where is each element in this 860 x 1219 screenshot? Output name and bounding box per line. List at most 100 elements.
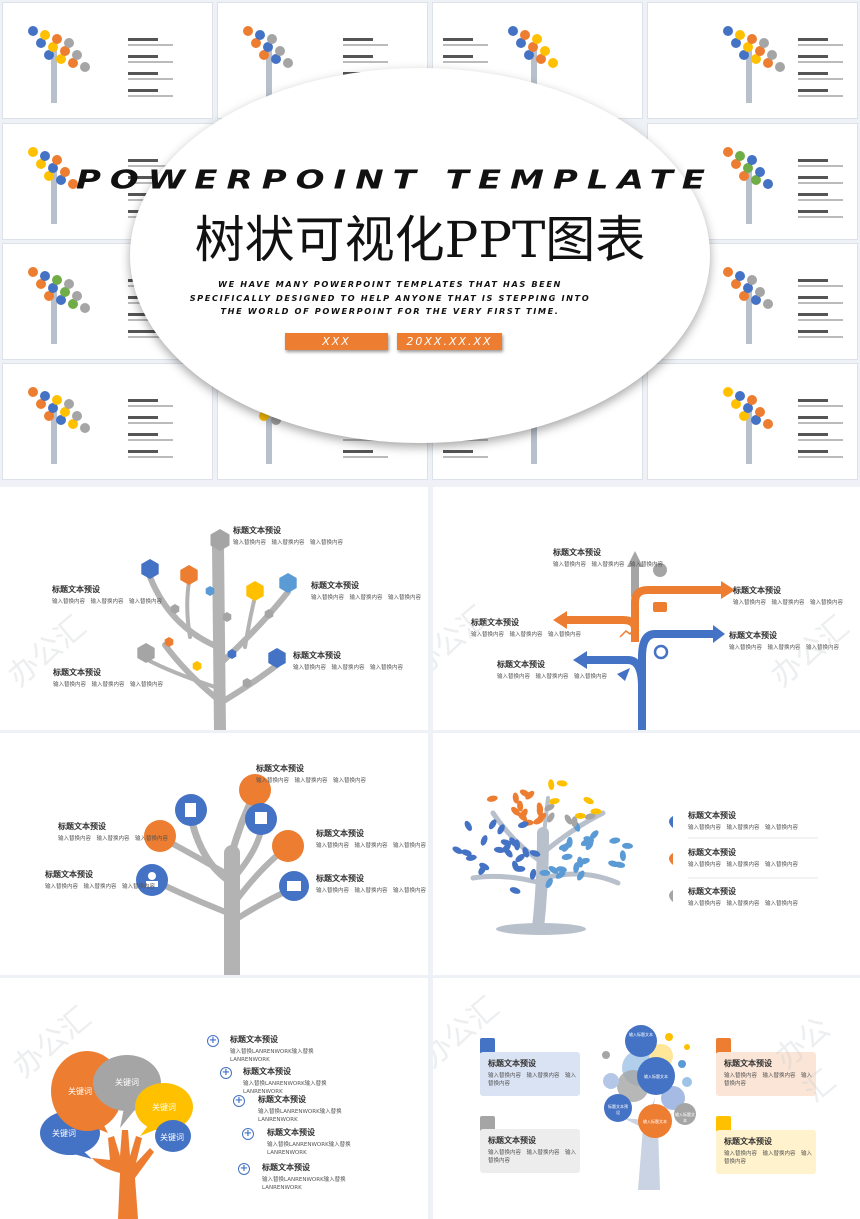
leaf	[529, 850, 541, 857]
leaf	[590, 808, 602, 815]
number-tab	[716, 1116, 731, 1132]
hexagon	[264, 609, 274, 619]
hexagon	[242, 678, 252, 688]
text-block: 标题文本预设输入替换内容 输入替换内容 输入替换内容	[52, 584, 163, 605]
text-block: 标题文本预设输入替换内容 输入替换内容 输入替换内容	[471, 617, 582, 638]
leaf	[548, 865, 559, 874]
leaf	[556, 866, 567, 873]
date-button[interactable]: 20XX.XX.XX	[397, 333, 502, 350]
slide-hexagon-tree[interactable]: 标题文本预设输入替换内容 输入替换内容 输入替换内容 标题文本预设输入替换内容 …	[0, 487, 428, 730]
plus-icon[interactable]: +	[238, 1163, 250, 1175]
leaf	[509, 887, 521, 894]
circle-label: 标题文本预设	[608, 1104, 628, 1115]
leaf	[452, 846, 463, 855]
list-item: 标题文本预设输入替换LANRENWORK输入替换LANRENWORK	[258, 1094, 342, 1123]
leaf-tree-graphic	[452, 779, 818, 935]
leaf	[509, 837, 518, 847]
team-icon	[653, 602, 667, 612]
leaf	[585, 840, 594, 850]
text-block: 标题文本预设输入替换内容 输入替换内容 输入替换内容	[688, 847, 799, 868]
text-box: 标题文本预设输入替换内容 输入替换内容 输入替换内容	[480, 1129, 580, 1173]
hand-icon	[92, 1130, 154, 1219]
number-tab	[480, 1038, 495, 1054]
leaf	[577, 870, 585, 881]
text-block: 标题文本预设输入替换内容 输入替换内容 输入替换内容	[729, 630, 840, 651]
template-thumbnail[interactable]	[2, 363, 213, 480]
list-item: 标题文本预设输入替换LANRENWORK输入替换LANRENWORK	[267, 1127, 351, 1156]
leaf	[511, 806, 520, 816]
hand-bubbles-graphic	[40, 1051, 193, 1219]
leaf	[556, 780, 568, 787]
text-block: 标题文本预设输入替换内容 输入替换内容 输入替换内容	[233, 525, 344, 546]
leaf	[536, 802, 544, 814]
leaf	[609, 837, 621, 844]
leaf	[497, 824, 505, 835]
leaf	[574, 812, 586, 819]
leaf	[573, 862, 580, 873]
leaf	[619, 850, 626, 862]
hexagon	[222, 612, 232, 622]
leaf	[522, 847, 530, 858]
leaf	[478, 865, 487, 875]
chart-icon	[619, 626, 637, 638]
paper-plane-icon	[617, 668, 630, 681]
leaf	[548, 779, 555, 791]
leaf	[589, 830, 599, 840]
slide-leaf-tree[interactable]: 标题文本预设输入替换内容 输入替换内容 输入替换内容 标题文本预设输入替换内容 …	[433, 733, 860, 975]
plus-icon[interactable]: +	[242, 1128, 254, 1140]
circle-label: 输入标题文本	[629, 1032, 653, 1037]
text-block: 标题文本预设输入替换内容 输入替换内容 输入替换内容	[45, 869, 156, 890]
cover-title-english: POWERPOINT TEMPLATE	[75, 165, 714, 195]
cover-oval	[130, 68, 710, 443]
leaf	[562, 842, 570, 852]
template-thumbnail[interactable]	[647, 363, 858, 480]
list-item: 标题文本预设输入替换LANRENWORK输入替换LANRENWORK	[262, 1162, 346, 1191]
leaf	[461, 849, 472, 856]
keyword-bubble: 关键词	[115, 1078, 139, 1087]
template-thumbnail[interactable]	[647, 2, 858, 119]
template-thumbnail[interactable]	[2, 2, 213, 119]
slide-circle-icon-tree[interactable]: 标题文本预设输入替换内容 输入替换内容 输入替换内容 标题文本预设输入替换内容 …	[0, 733, 428, 975]
circle-tree-graphic	[136, 774, 309, 975]
keyword-bubble: 关键词	[68, 1087, 92, 1096]
leaf	[545, 877, 553, 889]
keyword-bubble: 关键词	[52, 1129, 76, 1138]
leaf	[584, 813, 596, 820]
list-item: 标题文本预设输入替换LANRENWORK输入替换LANRENWORK	[243, 1066, 327, 1095]
text-block: 标题文本预设输入替换内容 输入替换内容 输入替换内容	[293, 650, 404, 671]
leaf	[517, 821, 529, 828]
leaf	[579, 857, 590, 865]
hexagon	[164, 637, 174, 647]
leaf	[547, 812, 555, 823]
leaf	[539, 869, 551, 876]
arrow-tree-graphic	[553, 551, 735, 730]
plus-icon[interactable]: +	[233, 1095, 245, 1107]
keyword-bubble: 关键词	[160, 1133, 184, 1142]
text-box: 标题文本预设输入替换内容 输入替换内容 输入替换内容	[480, 1052, 580, 1096]
leaf	[622, 842, 633, 849]
leaf	[571, 816, 578, 828]
slide-hand-bubbles[interactable]: 关键词 关键词 关键词 关键词 关键词 +标题文本预设输入替换LANRENWOR…	[0, 978, 428, 1219]
hexagon	[205, 586, 215, 596]
hexagon	[279, 573, 297, 593]
leaf	[614, 861, 626, 868]
leaf	[464, 820, 472, 831]
text-block: 标题文本预设输入替换内容 输入替换内容 输入替换内容	[256, 763, 367, 784]
hexagon	[268, 648, 286, 668]
keyword-bubble: 关键词	[152, 1103, 176, 1112]
leaf	[465, 854, 477, 861]
number-tab	[480, 1116, 495, 1132]
plus-icon[interactable]: +	[220, 1067, 232, 1079]
slide-bubble-tree-boxes[interactable]: 输入标题文本 输入标题文本 标题文本预设 输入标题文本 输入标题文本 标题文本预…	[433, 978, 860, 1219]
text-block: 标题文本预设输入替换内容 输入替换内容 输入替换内容	[311, 580, 422, 601]
slide-arrow-tree[interactable]: 标题文本预设输入替换内容 输入替换内容 输入替换内容 标题文本预设输入替换内容 …	[433, 487, 860, 730]
circle-label: 输入标题文本	[643, 1119, 667, 1124]
leaf	[512, 860, 519, 872]
text-block: 标题文本预设输入替换内容 输入替换内容 输入替换内容	[58, 821, 169, 842]
bubble-tree-graphic	[602, 1025, 696, 1190]
text-block: 标题文本预设输入替换内容 输入替换内容 输入替换内容	[553, 547, 664, 568]
plus-icon[interactable]: +	[207, 1035, 219, 1047]
hexagon	[210, 529, 230, 551]
leaf	[583, 797, 594, 805]
author-button[interactable]: XXX	[285, 333, 388, 350]
